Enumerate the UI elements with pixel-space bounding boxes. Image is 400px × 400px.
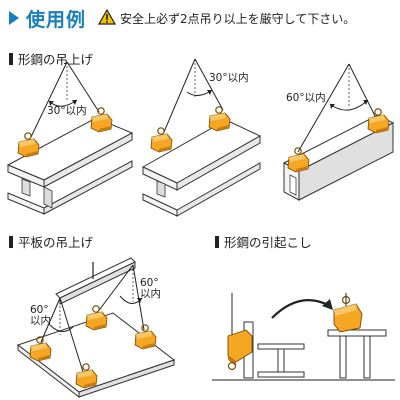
page-title: 使用例 <box>26 9 87 31</box>
angle-label-5: 60° 以内 <box>140 278 161 300</box>
bullet-icon <box>215 236 219 248</box>
angle-degree: 60° <box>140 277 159 289</box>
section-label-text: 平板の吊上げ <box>18 235 94 250</box>
angle-label-2: 30°以内 <box>209 72 249 84</box>
bullet-icon <box>9 236 13 248</box>
section-label-shape-lift: 形鋼の吊上げ <box>9 49 93 68</box>
figure-shape-raise <box>212 293 395 381</box>
figure-shape-lift-3 <box>282 63 395 201</box>
angle-limit: 以内 <box>30 315 51 327</box>
angle-label-1: 30°以内 <box>47 105 87 117</box>
title-arrow-icon <box>9 11 19 25</box>
section-label-plate-lift: 平板の吊上げ <box>9 232 93 251</box>
figure-shape-lift-2 <box>141 58 262 217</box>
figure-shape-lift-1 <box>6 61 134 215</box>
angle-degree: 60° <box>30 304 49 316</box>
bullet-icon <box>9 53 13 65</box>
section-label-shape-raise: 形鋼の引起こし <box>215 232 312 251</box>
figure-plate-lift <box>16 257 176 399</box>
angle-label-3: 60°以内 <box>286 92 326 104</box>
warning-text: 安全上必ず2点吊り以上を厳守して下さい。 <box>120 12 356 26</box>
warning-triangle-icon <box>98 9 116 25</box>
angle-label-4: 60° 以内 <box>30 305 51 327</box>
section-label-text: 形鋼の吊上げ <box>18 52 94 67</box>
page-header: 使用例 安全上必ず2点吊り以上を厳守して下さい。 <box>0 0 400 34</box>
section-label-text: 形鋼の引起こし <box>224 235 312 250</box>
angle-limit: 以内 <box>140 288 161 300</box>
